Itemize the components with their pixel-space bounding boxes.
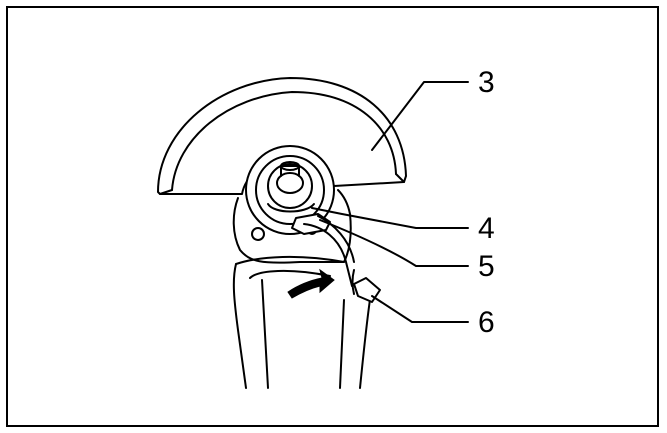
spindle-assembly	[245, 145, 335, 235]
callout-6: 6	[478, 306, 495, 339]
motor-body	[232, 255, 373, 389]
callout-4: 4	[478, 212, 495, 245]
callout-5: 5	[478, 250, 495, 283]
callout-3: 3	[478, 66, 495, 99]
leader-lines	[311, 81, 469, 323]
guard-lever	[291, 213, 355, 287]
figure-frame	[6, 6, 659, 427]
clip-6	[351, 269, 381, 303]
curved-arrow	[287, 268, 335, 299]
